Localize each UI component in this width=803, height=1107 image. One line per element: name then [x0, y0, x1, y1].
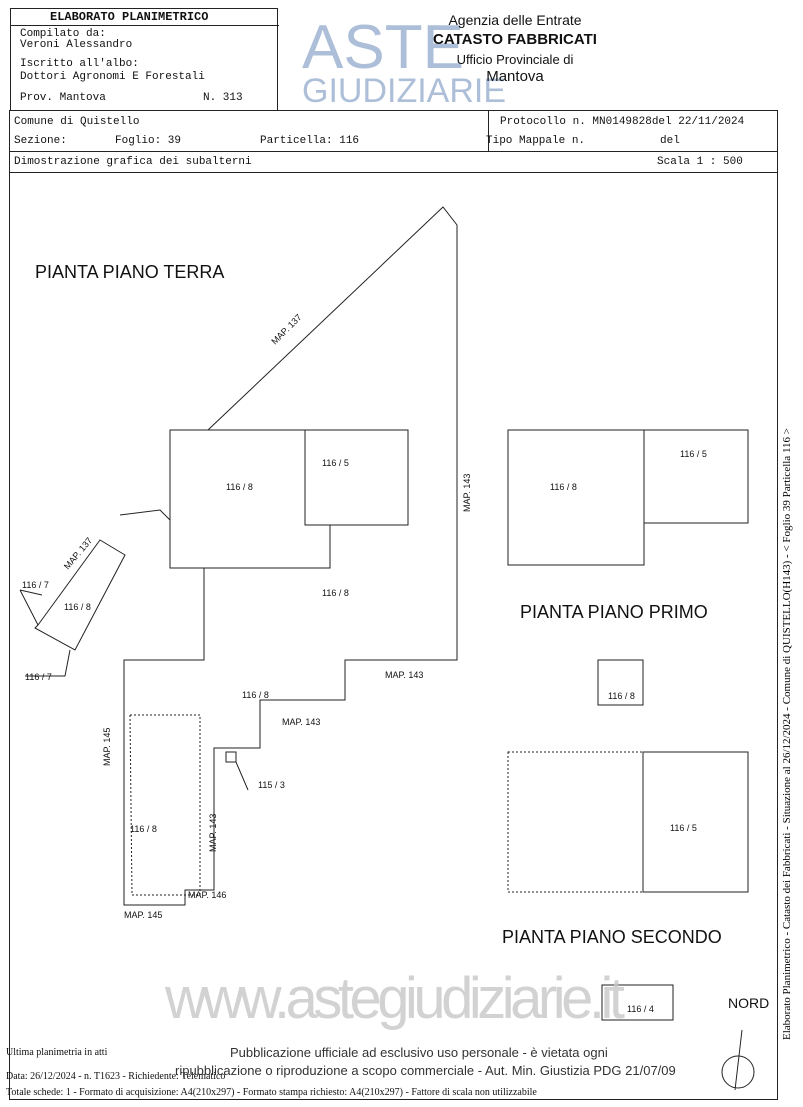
particella: Particella: 116 [260, 135, 360, 147]
register-label: Iscritto all'albo: [20, 58, 139, 70]
label-map143d: MAP. 143 [208, 814, 218, 852]
publication-notice-2: ripubblicazione o riproduzione a scopo c… [175, 1063, 676, 1078]
side-caption: Elaborato Planimetrico - Catasto dei Fab… [781, 428, 793, 1040]
foglio: Foglio: 39 [115, 135, 182, 147]
label-map143b: MAP. 143 [385, 670, 423, 680]
floor-title-terra: PIANTA PIANO TERRA [35, 262, 224, 282]
label-map137a: MAP. 137 [269, 312, 303, 346]
first-floor-outline [507, 429, 749, 566]
floor-title-primo: PIANTA PIANO PRIMO [520, 602, 708, 622]
scale: Scala 1 : 500 [657, 156, 743, 168]
label-map145a: MAP. 145 [102, 728, 112, 766]
label-116-8d: 116 / 8 [242, 690, 269, 700]
agency-name: Agenzia delle Entrate [448, 12, 582, 28]
label-115-3: 115 / 3 [258, 780, 285, 790]
description-row [9, 151, 778, 173]
request-data: Data: 26/12/2024 - n. T1623 - Richiedent… [6, 1071, 226, 1082]
second-floor-room [642, 751, 749, 893]
document-title: ELABORATO PLANIMETRICO [50, 10, 209, 24]
register-number: N. 313 [203, 92, 243, 104]
label-116-7b: 116 / 7 [25, 672, 52, 682]
info-divider [488, 110, 490, 152]
label-116-8c: 116 / 8 [64, 602, 91, 612]
watermark-site: www.astegiudiziarie.it [164, 966, 625, 1031]
label-p1-116-8: 116 / 8 [550, 482, 577, 492]
compiled-label: Compilato da: [20, 28, 106, 40]
label-116-8a: 116 / 8 [226, 482, 253, 492]
main-frame [9, 110, 778, 1100]
label-116-7a: 116 / 7 [22, 580, 49, 590]
label-p2-116-4: 116 / 4 [627, 1004, 654, 1014]
second-floor-attic [507, 751, 644, 893]
compiled-name: Veroni Alessandro [20, 39, 133, 51]
ground-floor-outline [123, 206, 458, 906]
watermark-giudiziarie: GIUDIZIARIE [302, 72, 507, 110]
last-plan-note: Ultima planimetria in atti [6, 1047, 108, 1058]
tipo-mappale: Tipo Mappale n. [486, 135, 586, 147]
description: Dimostrazione grafica dei subalterni [14, 156, 252, 168]
label-p1-116-5: 116 / 5 [680, 449, 707, 459]
label-map137b: MAP. 137 [62, 535, 94, 571]
label-116-5a: 116 / 5 [322, 458, 349, 468]
publication-notice-1: Pubblicazione ufficiale ad esclusivo uso… [230, 1045, 608, 1060]
province: Prov. Mantova [20, 92, 106, 104]
register-value: Dottori Agronomi E Forestali [20, 71, 205, 83]
office: Ufficio Provinciale di [456, 52, 574, 67]
north-arrow-icon [721, 1029, 755, 1091]
room-116-5-ground [170, 429, 409, 526]
watermark-aste: ASTE [302, 13, 464, 82]
floor-title-secondo: PIANTA PIANO SECONDO [502, 927, 722, 947]
label-p2-116-5: 116 / 5 [670, 823, 697, 833]
label-map143c: MAP. 143 [282, 717, 320, 727]
label-map145b: MAP. 145 [124, 910, 162, 920]
comune: Comune di Quistello [14, 116, 140, 128]
label-116-8e: 116 / 8 [130, 824, 157, 834]
label-map146: MAP. 146 [188, 890, 226, 900]
sezione: Sezione: [14, 135, 67, 147]
label-116-8b: 116 / 8 [322, 588, 349, 598]
tipo-mappale-del: del [660, 135, 680, 147]
nord-label: NORD [728, 995, 769, 1011]
left-wing [34, 509, 171, 651]
department: CATASTO FABBRICATI [433, 31, 597, 48]
totals-note: Totale schede: 1 - Formato di acquisizio… [6, 1087, 537, 1098]
label-map143a: MAP. 143 [462, 474, 472, 512]
protocollo: Protocollo n. MN0149828del 22/11/2024 [500, 116, 745, 128]
title-divider [11, 8, 279, 26]
label-p1-116-8b: 116 / 8 [608, 691, 635, 701]
city: Mantova [486, 68, 544, 85]
